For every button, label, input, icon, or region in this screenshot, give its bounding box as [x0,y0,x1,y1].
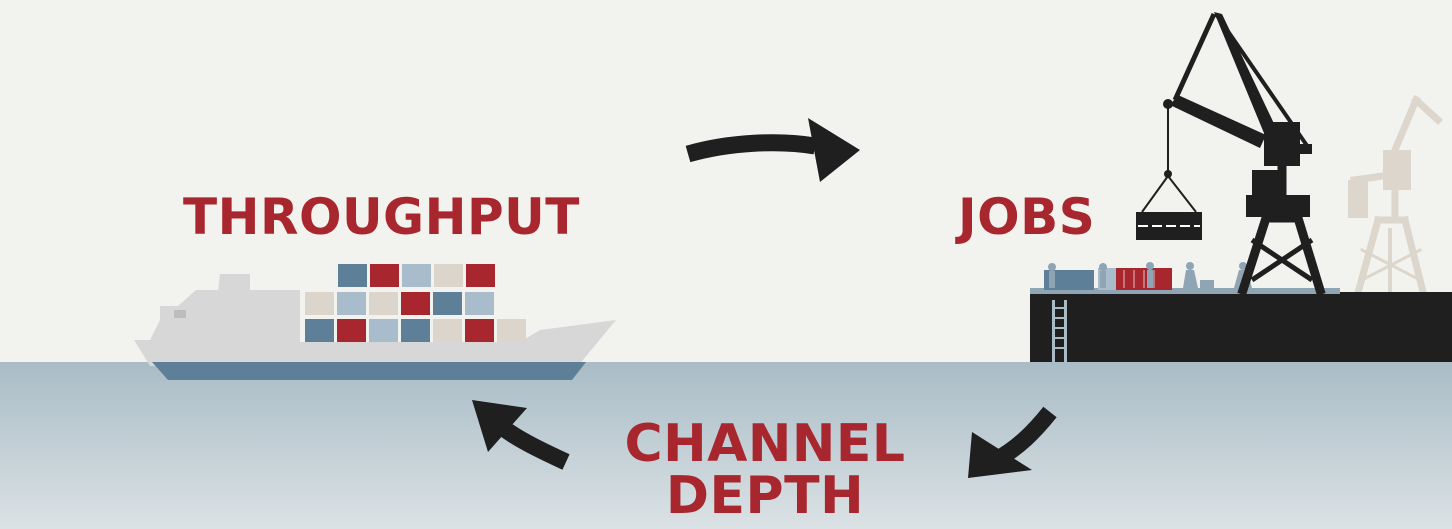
shipping-container [497,319,526,342]
shipping-container [338,264,367,287]
shipping-container [433,292,462,315]
background-crane-icon [1348,95,1443,305]
channel-depth-line2: DEPTH [665,466,865,526]
channel-depth-line1: CHANNEL [624,414,906,474]
channel-depth-label: CHANNEL DEPTH [600,418,930,522]
shipping-container [402,264,431,287]
harbor-crane-icon [1136,12,1326,296]
shipping-container [337,319,366,342]
shipping-container [434,264,463,287]
container-ship-icon [134,264,616,380]
arrow-throughput-to-jobs-icon [685,118,860,182]
shipping-container [369,319,398,342]
shipping-container [465,319,494,342]
container-stack [305,264,526,342]
arrow-jobs-to-channel-icon [968,406,1057,478]
shipping-container [465,292,494,315]
shipping-container [401,292,430,315]
shipping-container [401,319,430,342]
shipping-container [433,319,462,342]
shipping-container [370,264,399,287]
shipping-container [466,264,495,287]
arrow-channel-to-throughput-icon [472,400,570,470]
shipping-container [337,292,366,315]
shipping-container [305,292,334,315]
shipping-container [305,319,334,342]
jobs-label: JOBS [958,188,1096,246]
dock-icon [1030,262,1452,362]
throughput-label: THROUGHPUT [183,188,580,246]
shipping-container [369,292,398,315]
water-background [0,362,1452,529]
